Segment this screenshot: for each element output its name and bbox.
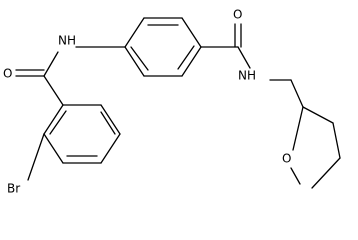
nh-left-label: NH (58, 34, 76, 48)
molecule-structure: NH O O NH O Br (3, 8, 341, 196)
right-amide-group (200, 23, 304, 108)
o-carbonyl-right-label: O (233, 8, 242, 22)
bromine-label: Br (7, 182, 20, 196)
bromophenyl-ring (27, 104, 121, 181)
nh-right-label: NH (238, 69, 256, 83)
central-benzene-ring (124, 17, 202, 77)
o-carbonyl-left-label: O (3, 67, 12, 81)
tetrahydrofuran-ring (290, 106, 341, 189)
left-amide-group (15, 46, 126, 106)
structure-canvas: NH O O NH O Br (3, 7, 341, 196)
o-ring-label: O (282, 152, 291, 166)
